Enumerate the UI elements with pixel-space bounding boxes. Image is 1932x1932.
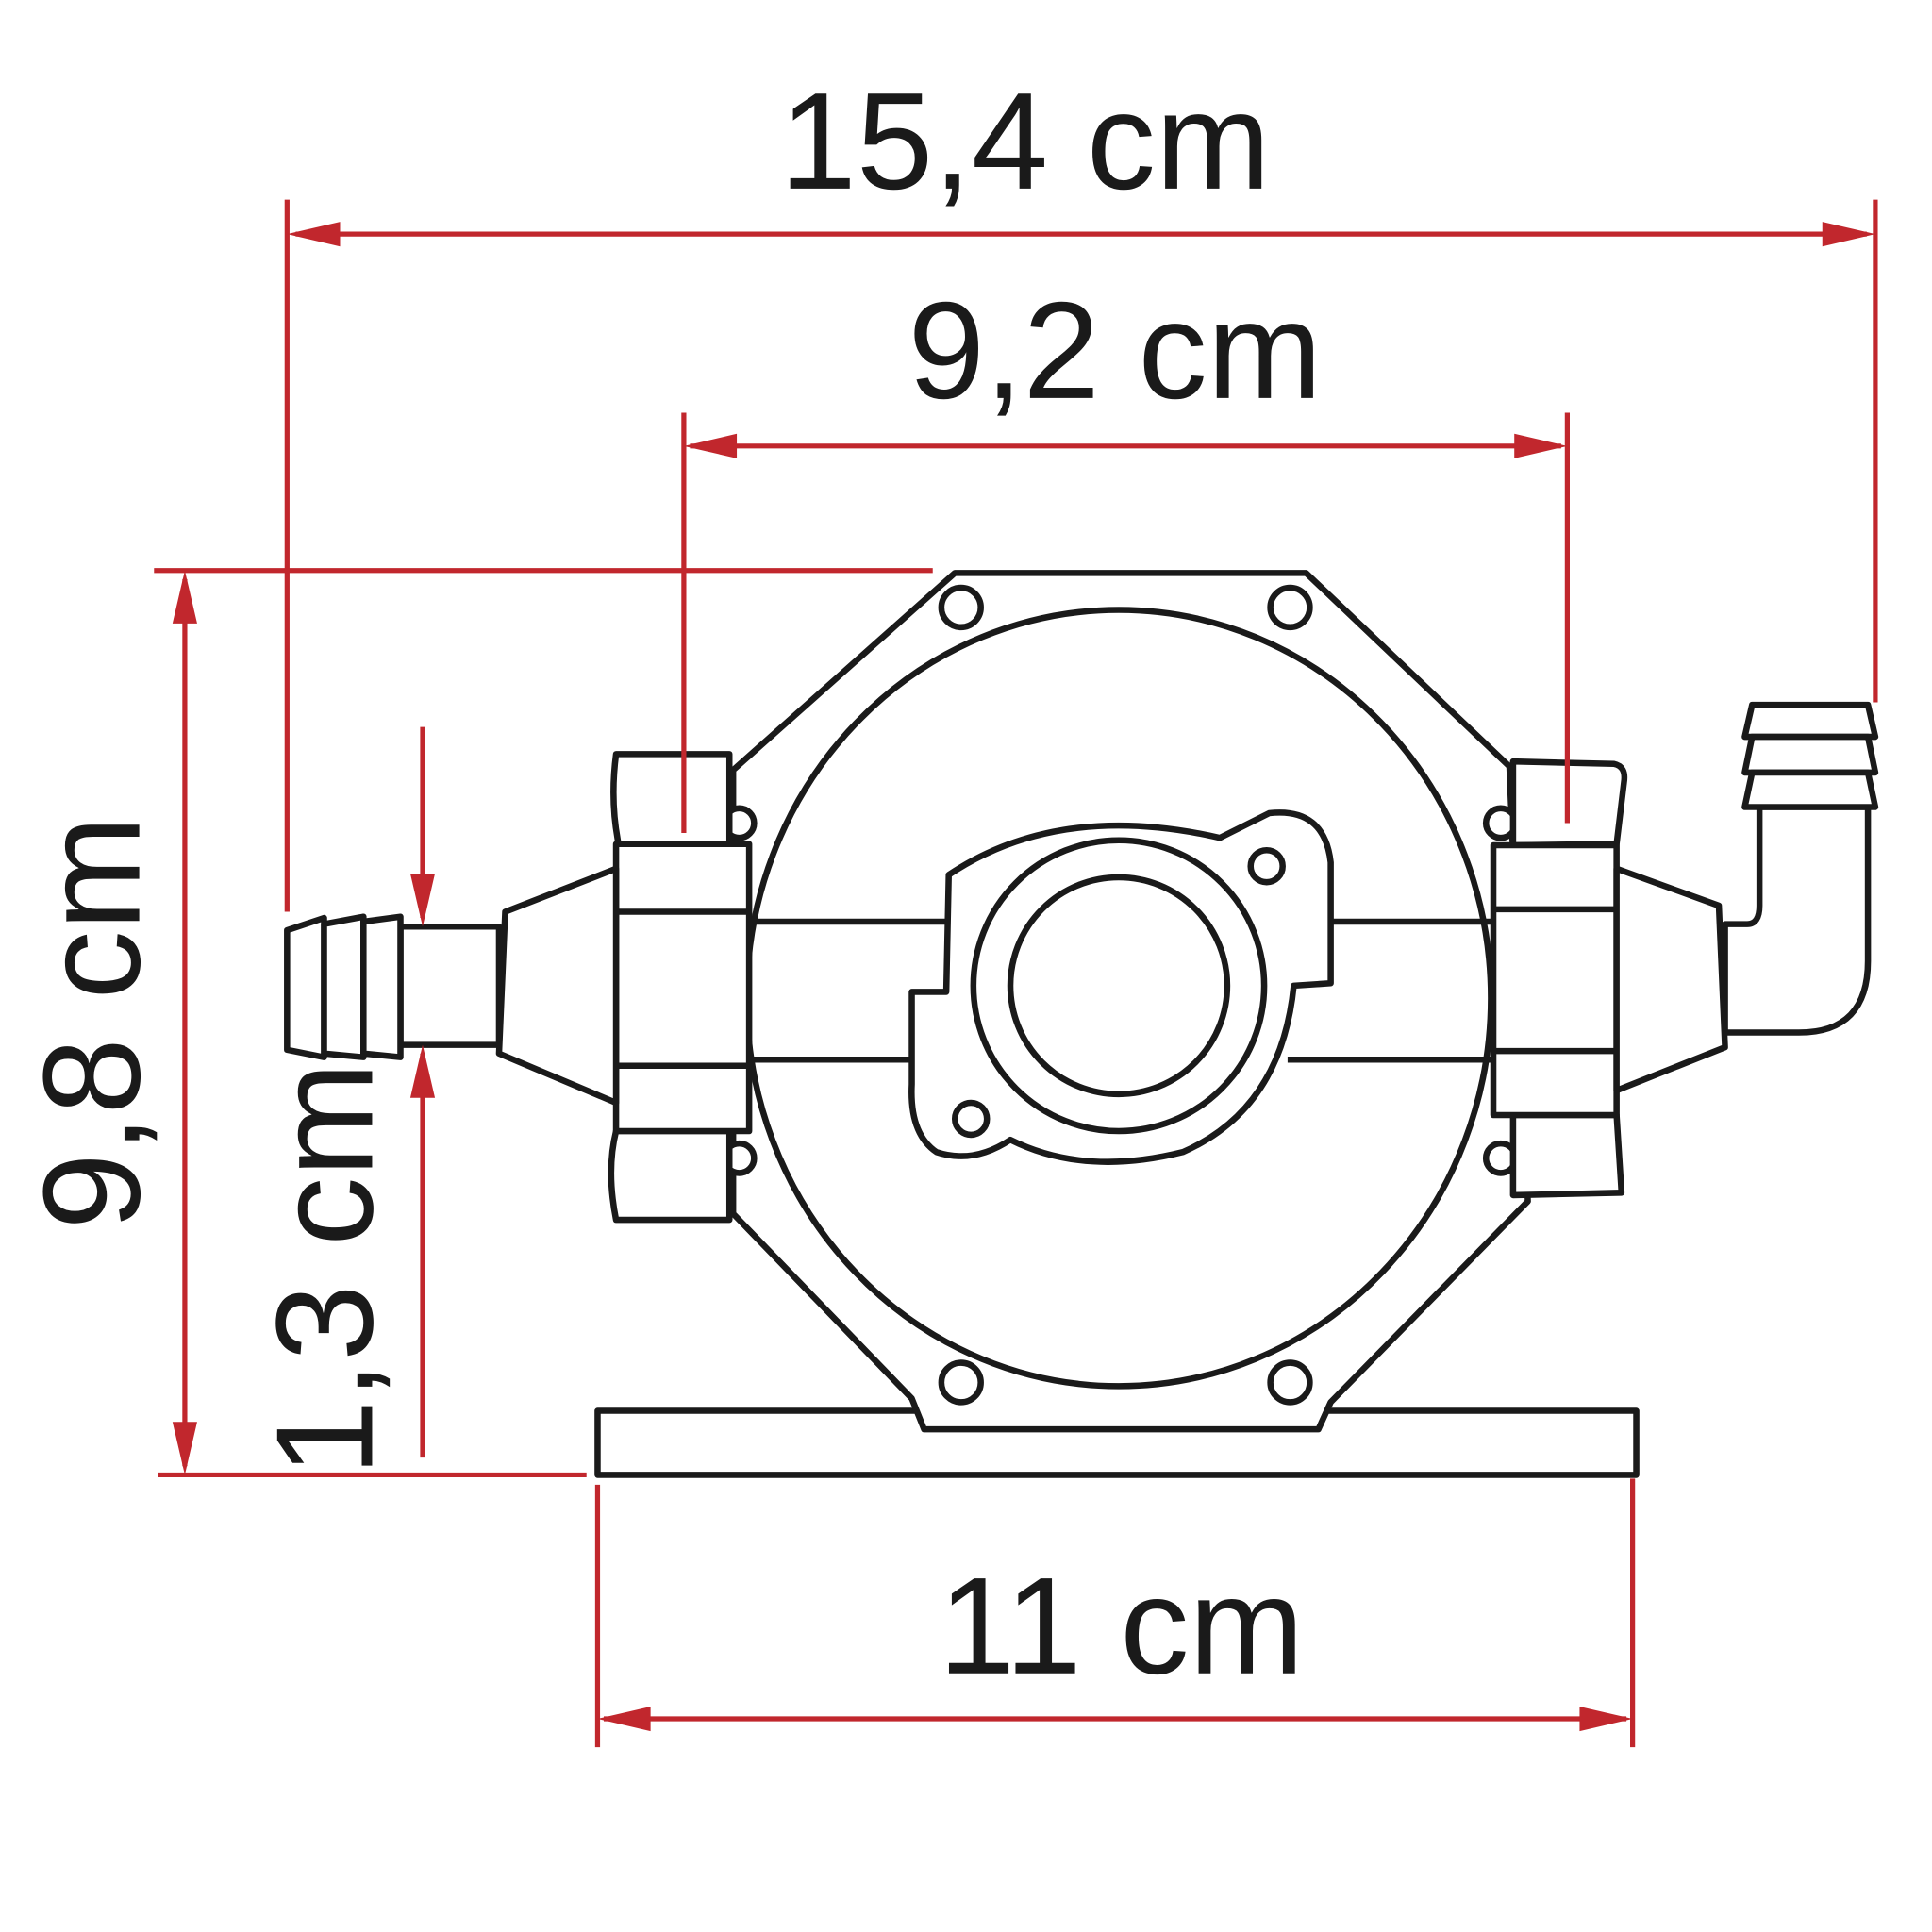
arrowhead [1579,1706,1633,1732]
arrowhead [1514,433,1568,458]
arrowhead [287,222,341,247]
overall-height-label: 9,8 cm [15,816,169,1230]
overall-width-label: 15,4 cm [780,64,1271,218]
bolt-hole [1267,584,1313,631]
bolt-holes [938,584,1313,1406]
left-port-assembly [284,751,758,1224]
elbow-connector [1722,804,1872,1036]
arrowhead [172,570,197,624]
hose-barb-right [1741,701,1879,741]
right-port-assembly [1482,701,1879,1199]
arrowhead [409,874,436,927]
base-width-label: 11 cm [939,1549,1304,1703]
bolt-hole [1267,1359,1313,1406]
dimension-housing-width: 9,2 cm [681,274,1570,833]
hose-barb-left [284,914,327,1060]
arrowhead [597,1706,651,1732]
dimension-overall-width: 15,4 cm [284,64,1878,912]
housing-width-label: 9,2 cm [908,274,1323,427]
dimension-base-width: 11 cm [594,1478,1636,1748]
arrowhead [172,1422,197,1475]
hose-diameter-label: 1,3 cm [247,1062,401,1476]
arrowhead [1822,222,1875,247]
dimension-overall-height: 9,8 cm [15,568,933,1478]
arrowhead [683,433,738,458]
inlet-port [1007,874,1231,1098]
bolt-hole [938,584,984,631]
arrowhead [409,1044,436,1098]
bolt-hole [938,1359,984,1406]
dimension-hose-diameter: 1,3 cm [247,726,436,1476]
pump-drawing [284,570,1879,1478]
